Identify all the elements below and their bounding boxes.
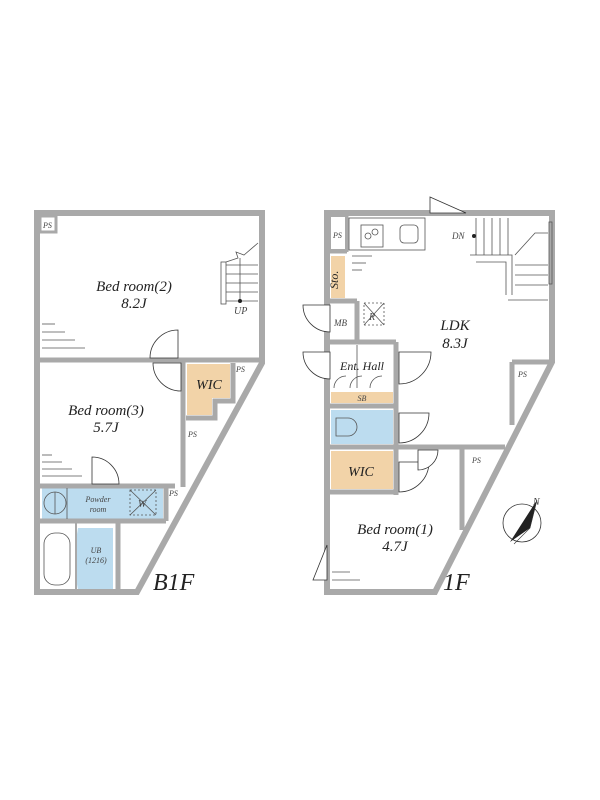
ps-label: PS bbox=[235, 365, 245, 374]
washer-label: W bbox=[138, 499, 148, 510]
entrance-hall-label: Ent. Hall bbox=[339, 359, 385, 373]
bathtub-icon bbox=[43, 532, 71, 586]
stove-icon bbox=[360, 224, 384, 248]
door bbox=[302, 351, 331, 380]
ldk-size: 8.3J bbox=[442, 336, 469, 352]
shoe-box-area bbox=[331, 392, 393, 403]
floor-label-b1f: B1F bbox=[153, 570, 195, 596]
door bbox=[302, 304, 331, 333]
door bbox=[149, 329, 179, 359]
floor-1f: R DN bbox=[302, 196, 555, 596]
unit-bath-label: UB bbox=[91, 546, 102, 555]
wall bbox=[509, 359, 552, 425]
door bbox=[152, 362, 182, 392]
ps-label: PS bbox=[517, 370, 527, 379]
ps-box bbox=[329, 215, 347, 251]
ps-label: PS bbox=[332, 231, 342, 240]
ps-label: PS bbox=[187, 430, 197, 439]
entrance-door-outside bbox=[429, 196, 467, 214]
compass-icon: N bbox=[502, 497, 542, 545]
toilet-icon bbox=[335, 417, 358, 437]
compass-north-label: N bbox=[532, 497, 541, 508]
wall bbox=[186, 363, 236, 421]
powder-room-label: Powder bbox=[85, 495, 112, 504]
wic-label: WIC bbox=[348, 465, 374, 480]
door bbox=[417, 449, 439, 471]
powder-room-area bbox=[42, 488, 163, 519]
fridge-space-icon bbox=[363, 302, 385, 326]
window-hatch bbox=[332, 255, 372, 581]
bedroom3-label: Bed room(3) bbox=[68, 403, 144, 419]
stairs-1f: DN bbox=[451, 218, 553, 301]
ps-label: PS bbox=[42, 221, 52, 230]
storage-area bbox=[331, 256, 345, 298]
toilet-area bbox=[331, 410, 393, 444]
outer-wall-b1f bbox=[34, 210, 265, 595]
meter-box-label: MB bbox=[333, 318, 347, 328]
door bbox=[91, 456, 120, 485]
stairs-down-label: DN bbox=[451, 231, 465, 241]
bedroom3-size: 5.7J bbox=[93, 420, 120, 436]
outer-wall-1f bbox=[324, 210, 555, 595]
bedroom2-label: Bed room(2) bbox=[96, 279, 172, 295]
wic-area-1f bbox=[331, 451, 393, 489]
bedroom1-label: Bed room(1) bbox=[357, 522, 433, 538]
ps-label: PS bbox=[168, 489, 178, 498]
washer-space-icon bbox=[129, 489, 157, 516]
storage-label: Sto. bbox=[327, 271, 341, 289]
wic-label: WIC bbox=[196, 378, 222, 393]
door bbox=[398, 412, 430, 444]
unit-bath-area bbox=[75, 528, 113, 590]
window-hatch bbox=[42, 323, 85, 477]
door bbox=[312, 544, 328, 581]
bedroom2-size: 8.2J bbox=[121, 296, 148, 312]
floor-label-1f: 1F bbox=[443, 570, 470, 596]
ps-label: PS bbox=[471, 456, 481, 465]
unit-bath-size: (1216) bbox=[85, 556, 107, 565]
shoe-box-label: SB bbox=[358, 394, 367, 403]
door bbox=[398, 351, 432, 385]
kitchen-counter bbox=[348, 217, 426, 251]
ps-box bbox=[38, 214, 58, 234]
fridge-label: R bbox=[368, 312, 375, 323]
bedroom1-size: 4.7J bbox=[382, 539, 409, 555]
powder-room-label: room bbox=[90, 505, 107, 514]
sink-icon bbox=[399, 224, 419, 244]
stairs-b1f: UP bbox=[220, 242, 259, 317]
ldk-label: LDK bbox=[439, 318, 470, 334]
wic-area-b1f bbox=[187, 364, 230, 415]
floor-b1f: PS PS PS PS UP W bbox=[34, 210, 265, 596]
stairs-up-label: UP bbox=[234, 306, 247, 317]
